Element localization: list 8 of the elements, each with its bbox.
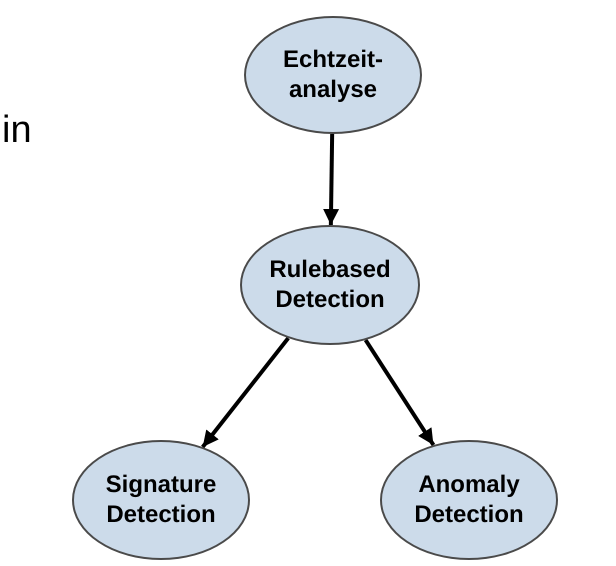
node-label: Anomaly Detection (413, 470, 525, 530)
node-label: Rulebased Detection (268, 255, 392, 315)
arrow (364, 339, 436, 446)
node-label: Signature Detection (104, 470, 218, 530)
arrow (323, 134, 340, 226)
node-label: Echtzeit-analyse (282, 45, 384, 105)
text-fragment: in (2, 108, 32, 152)
arrow (201, 336, 290, 448)
